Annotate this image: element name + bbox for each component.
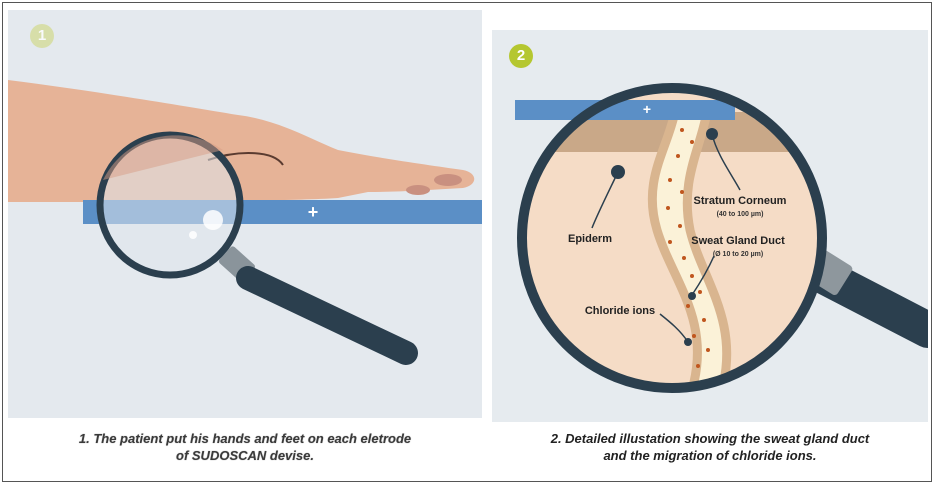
- stratum-marker: [706, 128, 718, 140]
- label-duct-size: (Ø 10 to 20 µm): [713, 251, 763, 258]
- electrode-plus: +: [308, 202, 319, 222]
- caption-step-1: 1. The patient put his hands and feet on…: [8, 430, 482, 464]
- label-duct: Sweat Gland Duct: [691, 235, 785, 247]
- label-stratum: Stratum Corneum: [694, 195, 787, 207]
- step-2-badge: 2: [509, 44, 533, 68]
- caption-step-2: 2. Detailed illustation showing the swea…: [492, 430, 928, 464]
- epiderm-marker: [611, 165, 625, 179]
- panel-step-1: + 1: [8, 10, 482, 418]
- caption-step-2-line-2: and the migration of chloride ions.: [492, 447, 928, 464]
- label-stratum-size: (40 to 100 µm): [717, 211, 764, 218]
- step-1-badge: 1: [30, 24, 54, 48]
- electrode-plate: [515, 100, 735, 120]
- caption-step-2-line-1: 2. Detailed illustation showing the swea…: [492, 430, 928, 447]
- caption-step-1-line-1: 1. The patient put his hands and feet on…: [8, 430, 482, 447]
- step-2-illustration: + Epiderm Stratum Corneum (40 to 100 µm)…: [492, 30, 928, 422]
- electrode-plus: +: [643, 101, 651, 117]
- label-epiderm: Epiderm: [568, 233, 612, 245]
- caption-step-1-line-2: of SUDOSCAN devise.: [8, 447, 482, 464]
- step-1-illustration: +: [8, 10, 482, 418]
- label-chloride: Chloride ions: [585, 305, 655, 317]
- duct-marker: [688, 292, 696, 300]
- panel-step-2: + Epiderm Stratum Corneum (40 to 100 µm)…: [492, 30, 928, 422]
- chloride-marker: [684, 338, 692, 346]
